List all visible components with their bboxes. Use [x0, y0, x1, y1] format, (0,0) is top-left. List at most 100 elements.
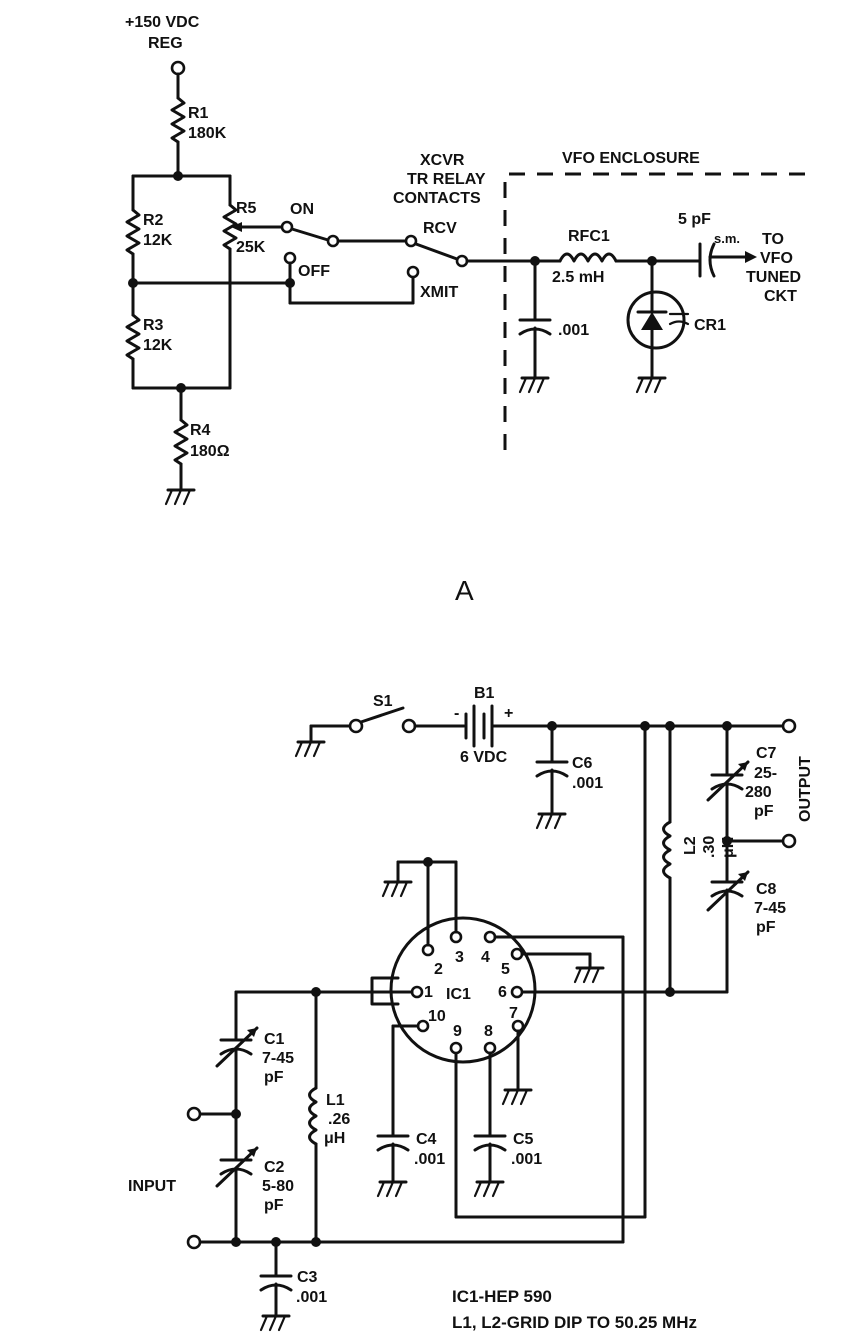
c2-value-1: 5-80 — [262, 1178, 294, 1195]
ground-symbol — [535, 812, 567, 830]
input-terminal-top — [186, 1106, 202, 1122]
resistor-r2 — [125, 208, 141, 256]
output-terminal-top — [781, 718, 797, 734]
variable-arrow-head — [738, 762, 748, 771]
ground-symbol — [635, 376, 667, 394]
input-terminal-bottom — [186, 1234, 202, 1250]
ic-pin-9-num: 9 — [453, 1023, 462, 1040]
ground-symbol — [259, 1314, 291, 1332]
ic1-label: IC1 — [446, 986, 471, 1003]
inductor-l1 — [308, 1086, 318, 1146]
c3-name: C3 — [297, 1269, 318, 1286]
ic1-socket — [389, 916, 537, 1064]
c1-value-2: pF — [264, 1069, 284, 1086]
r3-name: R3 — [143, 317, 164, 334]
note-grid-dip: L1, L2-GRID DIP TO 50.25 MHz — [452, 1313, 697, 1332]
output-arrow — [745, 251, 757, 263]
r4-name: R4 — [190, 422, 211, 439]
supply-sub-label: REG — [148, 35, 183, 52]
c7-name: C7 — [756, 745, 777, 762]
switch-s1-blade — [359, 706, 405, 724]
c4-name: C4 — [416, 1131, 437, 1148]
capacitor-plate-curved — [708, 242, 716, 278]
ground-symbol — [501, 1088, 533, 1106]
switch-on-label: ON — [290, 201, 314, 218]
c7-value-3: pF — [754, 803, 774, 820]
junction-dot — [423, 857, 433, 867]
r5-value: 25K — [236, 239, 266, 256]
s1-contact-left — [348, 718, 364, 734]
variable-arrow-head — [247, 1148, 257, 1157]
s1-label: S1 — [373, 693, 393, 710]
ground-symbol — [164, 488, 196, 506]
l1-value-2: μH — [324, 1130, 345, 1147]
varactor-diode-triangle — [641, 312, 663, 330]
ic-pin-1-num: 1 — [424, 984, 433, 1001]
relay-label-1: XCVR — [420, 152, 465, 169]
c7-value-2: 280 — [745, 784, 772, 801]
inductor-l2 — [662, 820, 672, 880]
ic-pin-5-num: 5 — [501, 961, 510, 978]
ic-pin-7-num: 7 — [509, 1005, 518, 1022]
c2-value-2: pF — [264, 1197, 284, 1214]
to-label-1: TO — [762, 231, 784, 248]
l2-value-2: μH — [720, 837, 737, 858]
c8-value-2: pF — [756, 919, 776, 936]
to-label-3: TUNED — [746, 269, 801, 286]
ic-pin-6 — [510, 985, 524, 999]
ground-symbol — [573, 966, 605, 984]
c7-value-1: 25- — [754, 765, 777, 782]
potentiometer-r5 — [222, 203, 238, 251]
rfc1-name: RFC1 — [568, 228, 610, 245]
relay-xmit-contact — [406, 265, 420, 279]
l2-value-1: .30 — [701, 836, 718, 858]
ic-pin-2-num: 2 — [434, 961, 443, 978]
resistor-r4 — [173, 418, 189, 466]
varactor-cap-plate-curved — [668, 320, 690, 326]
resistor-r3 — [125, 313, 141, 361]
r2-value: 12K — [143, 232, 173, 249]
coupling-cap-value: 5 pF — [678, 211, 711, 228]
junction-dot — [231, 1237, 241, 1247]
b1-minus: - — [454, 705, 459, 722]
ground-symbol — [518, 376, 550, 394]
note-ic1: IC1-HEP 590 — [452, 1287, 552, 1306]
vfo-enclosure-boundary — [503, 172, 810, 450]
b1-label: B1 — [474, 685, 495, 702]
junction-dot — [311, 1237, 321, 1247]
b1-value: 6 VDC — [460, 749, 508, 766]
c8-value-1: 7-45 — [754, 900, 786, 917]
r4-value: 180Ω — [190, 443, 230, 460]
ic-pin-4-num: 4 — [481, 949, 490, 966]
c1-name: C1 — [264, 1031, 285, 1048]
vfo-enclosure-label: VFO ENCLOSURE — [562, 150, 700, 167]
ic-pin-8-num: 8 — [484, 1023, 493, 1040]
to-label-2: VFO — [760, 250, 793, 267]
variable-arrow-head — [738, 872, 748, 881]
c3-value: .001 — [296, 1289, 327, 1306]
diagram-a-caption: A — [455, 575, 474, 606]
junction-dot — [665, 987, 675, 997]
c4-value: .001 — [414, 1151, 445, 1168]
xmit-label: XMIT — [420, 284, 458, 301]
ic-pin-6-num: 6 — [498, 984, 507, 1001]
ic-pin-10-num: 10 — [428, 1008, 446, 1025]
relay-label-2: TR RELAY — [407, 171, 486, 188]
diagram-b: S1 - + B1 6 VDC C6 .001 — [128, 685, 814, 1332]
l1-value-1: .26 — [328, 1111, 350, 1128]
ground-symbol — [376, 1180, 408, 1198]
rcv-label: RCV — [423, 220, 457, 237]
varactor-cr1-envelope — [626, 290, 686, 350]
c2-name: C2 — [264, 1159, 285, 1176]
relay-label-3: CONTACTS — [393, 190, 481, 207]
c6-name: C6 — [572, 755, 593, 772]
r2-name: R2 — [143, 212, 164, 229]
l2-name: L2 — [682, 836, 699, 855]
r1-name: R1 — [188, 105, 209, 122]
relay-blade — [414, 242, 459, 261]
bypass-cap-value: .001 — [558, 322, 589, 339]
inductor-rfc1 — [558, 252, 618, 263]
c5-name: C5 — [513, 1131, 534, 1148]
variable-arrow-head — [247, 1028, 257, 1037]
output-label: OUTPUT — [797, 756, 814, 822]
